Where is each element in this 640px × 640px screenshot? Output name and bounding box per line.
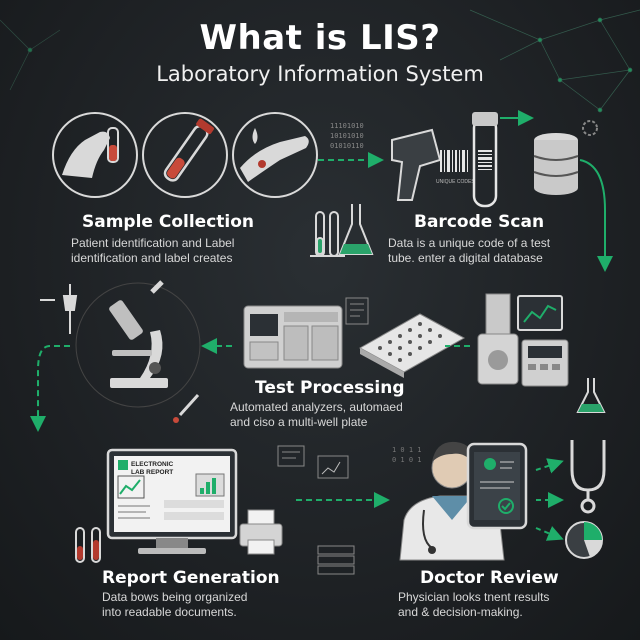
barcode-scanner-icon (391, 128, 468, 201)
data-card-icon (345, 297, 369, 325)
svg-text:1 0 1 1: 1 0 1 1 (392, 446, 422, 454)
flow-arrow (579, 159, 613, 272)
server-icon (317, 545, 355, 575)
multiwell-plate-icon (358, 313, 466, 378)
barcode-tube-icon (472, 112, 498, 208)
printer-icon (239, 509, 283, 555)
analyzer-icon (243, 305, 343, 369)
small-monitor-icon (277, 445, 349, 479)
test-tube-icon (142, 112, 228, 198)
dropper-hand-icon (232, 112, 318, 198)
flow-arrow (30, 345, 70, 432)
barcode-caption: UNIQUE CODES (436, 179, 475, 185)
hand-holding-tube-icon (52, 112, 138, 198)
pie-chart-icon (565, 521, 603, 559)
test-tubes-icon (75, 527, 101, 563)
step-title-barcode-scan: Barcode Scan (414, 212, 545, 232)
step-desc-barcode-scan: Data is a unique code of a test tube. en… (388, 236, 551, 265)
page-subtitle: Laboratory Information System (156, 62, 484, 86)
monitor-report-icon (106, 448, 238, 554)
dropper-icon (173, 393, 200, 423)
step-desc-test-processing: Automated analyzers, automaed and ciso a… (230, 400, 403, 429)
step-desc-sample-collection: Patient identification and Label identif… (71, 236, 235, 265)
flask-icon (576, 378, 606, 413)
tablet-icon (466, 442, 528, 530)
database-icon (533, 133, 579, 195)
step-title-report-generation: Report Generation (102, 568, 280, 588)
lab-glassware-icon (310, 204, 374, 257)
page-title: What is LIS? (199, 18, 441, 58)
binary-decoration: 11101010 (330, 122, 364, 130)
svg-text:01010110: 01010110 (330, 142, 364, 150)
svg-text:10101010: 10101010 (330, 132, 364, 140)
report-heading-2: LAB REPORT (131, 469, 173, 476)
monitor-chart-icon (517, 295, 563, 331)
step-desc-report-generation: Data bows being organized into readable … (102, 590, 248, 619)
step-desc-doctor-review: Physician looks tnent results and & deci… (398, 590, 550, 619)
network-decoration (469, 9, 640, 113)
stethoscope-icon (570, 440, 606, 514)
lab-instrument-icon (477, 293, 569, 387)
pipette-icon (40, 284, 78, 334)
gear-icon (582, 120, 598, 136)
report-heading-1: ELECTRONIC (131, 461, 174, 468)
microscope-icon (75, 280, 201, 408)
step-title-sample-collection: Sample Collection (82, 212, 255, 232)
step-title-test-processing: Test Processing (255, 378, 405, 398)
step-title-doctor-review: Doctor Review (420, 568, 559, 588)
network-decoration-left (0, 19, 61, 91)
svg-text:0 1 0 1: 0 1 0 1 (392, 456, 422, 464)
